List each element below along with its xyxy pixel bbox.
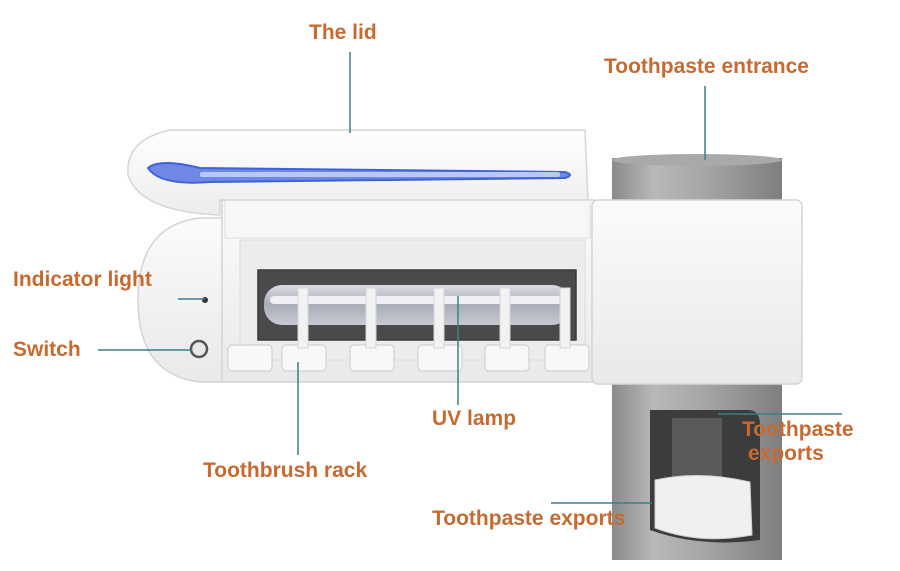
- label-toothpaste-entrance: Toothpaste entrance: [604, 55, 809, 78]
- uv-lamp-highlight: [270, 296, 565, 304]
- label-switch: Switch: [13, 338, 81, 361]
- dispenser-nozzle: [672, 418, 722, 478]
- rack-slot: [281, 344, 327, 372]
- uv-lamp-tube: [264, 285, 570, 325]
- rack-slot: [349, 344, 395, 372]
- leader-lines: [98, 52, 842, 504]
- label-the-lid: The lid: [309, 21, 377, 44]
- indicator-light-dot: [202, 297, 208, 303]
- label-indicator-light: Indicator light: [13, 268, 152, 291]
- rack-slot: [227, 344, 273, 372]
- label-toothpaste-exports-upper-line1: Toothpaste: [742, 418, 854, 441]
- rack-slot: [544, 344, 590, 372]
- rack-slot: [484, 344, 530, 372]
- rack-slot: [417, 344, 463, 372]
- dispenser-tube-top-rim: [612, 154, 782, 166]
- body-left-end: [137, 217, 226, 383]
- label-uv-lamp: UV lamp: [432, 407, 517, 430]
- dispenser-ramp: [654, 475, 753, 540]
- housing-rim: [224, 199, 591, 239]
- label-toothpaste-exports-upper-line2: exports: [748, 442, 824, 465]
- switch-button: [189, 339, 209, 359]
- label-toothpaste-exports-lower: Toothpaste exports: [432, 507, 626, 530]
- rack-posts: [297, 287, 571, 349]
- dispenser-housing: [591, 199, 803, 385]
- lid-lamp-glow: [200, 172, 560, 177]
- label-toothbrush-rack: Toothbrush rack: [203, 459, 368, 482]
